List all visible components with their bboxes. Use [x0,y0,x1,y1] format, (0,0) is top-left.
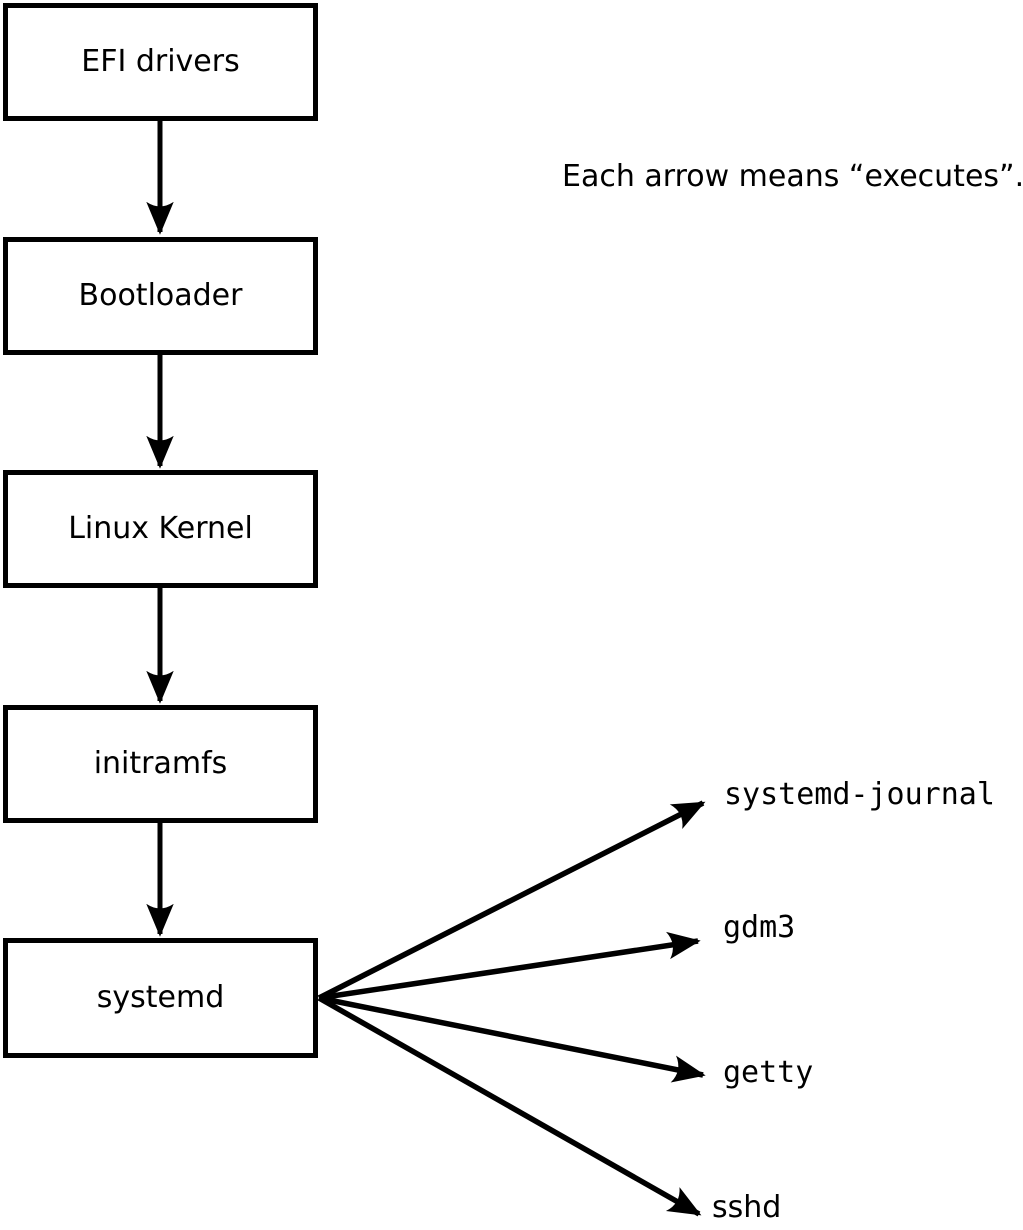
box-initramfs: initramfs [3,705,318,823]
box-efi-drivers-label: EFI drivers [81,44,240,79]
annotation-arrow-meaning: Each arrow means “executes”. [562,159,1023,194]
service-label-getty: getty [723,1055,814,1090]
box-efi-drivers: EFI drivers [3,3,318,121]
service-label-gdm3: gdm3 [723,910,796,945]
box-linux-kernel-label: Linux Kernel [68,511,253,546]
arrow-systemd-to-gdm3 [318,931,701,1001]
box-bootloader: Bootloader [3,237,318,355]
box-systemd: systemd [3,938,318,1058]
service-label-sshd: sshd [712,1190,782,1225]
box-initramfs-label: initramfs [93,746,228,781]
arrow-systemd-to-journal [317,800,706,1001]
arrow-systemd-to-getty [318,995,706,1083]
box-linux-kernel: Linux Kernel [3,470,318,588]
box-systemd-label: systemd [96,980,225,1015]
arrow-systemd-to-sshd [317,995,702,1217]
box-bootloader-label: Bootloader [78,278,243,313]
service-label-systemd-journal: systemd-journal [724,777,995,812]
